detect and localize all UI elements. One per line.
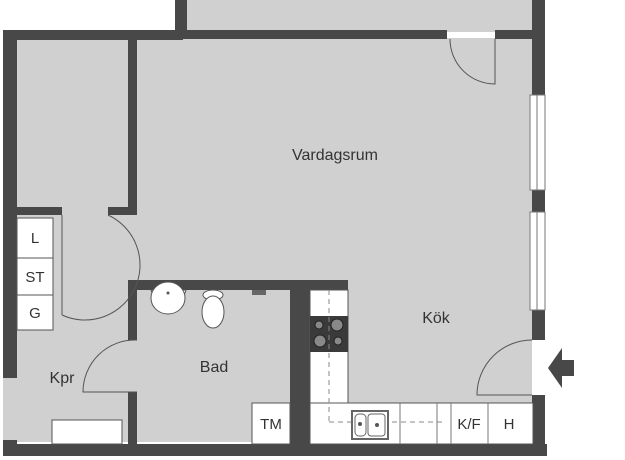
closet-shelf: [51, 419, 123, 445]
room-label-kitchen: Kök: [422, 310, 451, 327]
walls: [3, 0, 547, 456]
storage-l: [16, 217, 54, 259]
storage-l-label: L: [31, 230, 39, 247]
fridge-freezer-label: K/F: [457, 416, 480, 433]
storage-st: [16, 257, 54, 296]
room-label-bathroom: Bad: [200, 359, 228, 376]
door-closet[interactable]: [61, 214, 141, 321]
kitchen-counter-bottom: [309, 402, 534, 445]
room-label-living: Vardagsrum: [292, 147, 378, 164]
storage-st-label: ST: [25, 269, 44, 286]
door-living-top[interactable]: [449, 38, 496, 85]
left-opening-floor: [3, 378, 17, 444]
storage-g: [16, 294, 54, 331]
toilet-icon: [201, 295, 225, 329]
room-label-closet: Kpr: [50, 370, 76, 387]
window-right-2: [529, 211, 546, 311]
door-entrance[interactable]: [476, 339, 533, 396]
washing-machine-label: TM: [260, 416, 282, 433]
bathroom-sink-icon: [150, 281, 186, 315]
washing-machine: [251, 402, 291, 445]
kitchen-sink-icon: [351, 410, 389, 440]
upper-room-floor: [187, 0, 532, 32]
entrance-arrow-icon: [548, 348, 574, 388]
window-right-1: [529, 94, 546, 191]
door-bathroom[interactable]: [82, 339, 138, 393]
apartment-floor: [17, 38, 532, 442]
storage-g-label: G: [29, 305, 41, 322]
cabinet-label: H: [504, 416, 515, 433]
faucet-icon: [252, 290, 266, 295]
